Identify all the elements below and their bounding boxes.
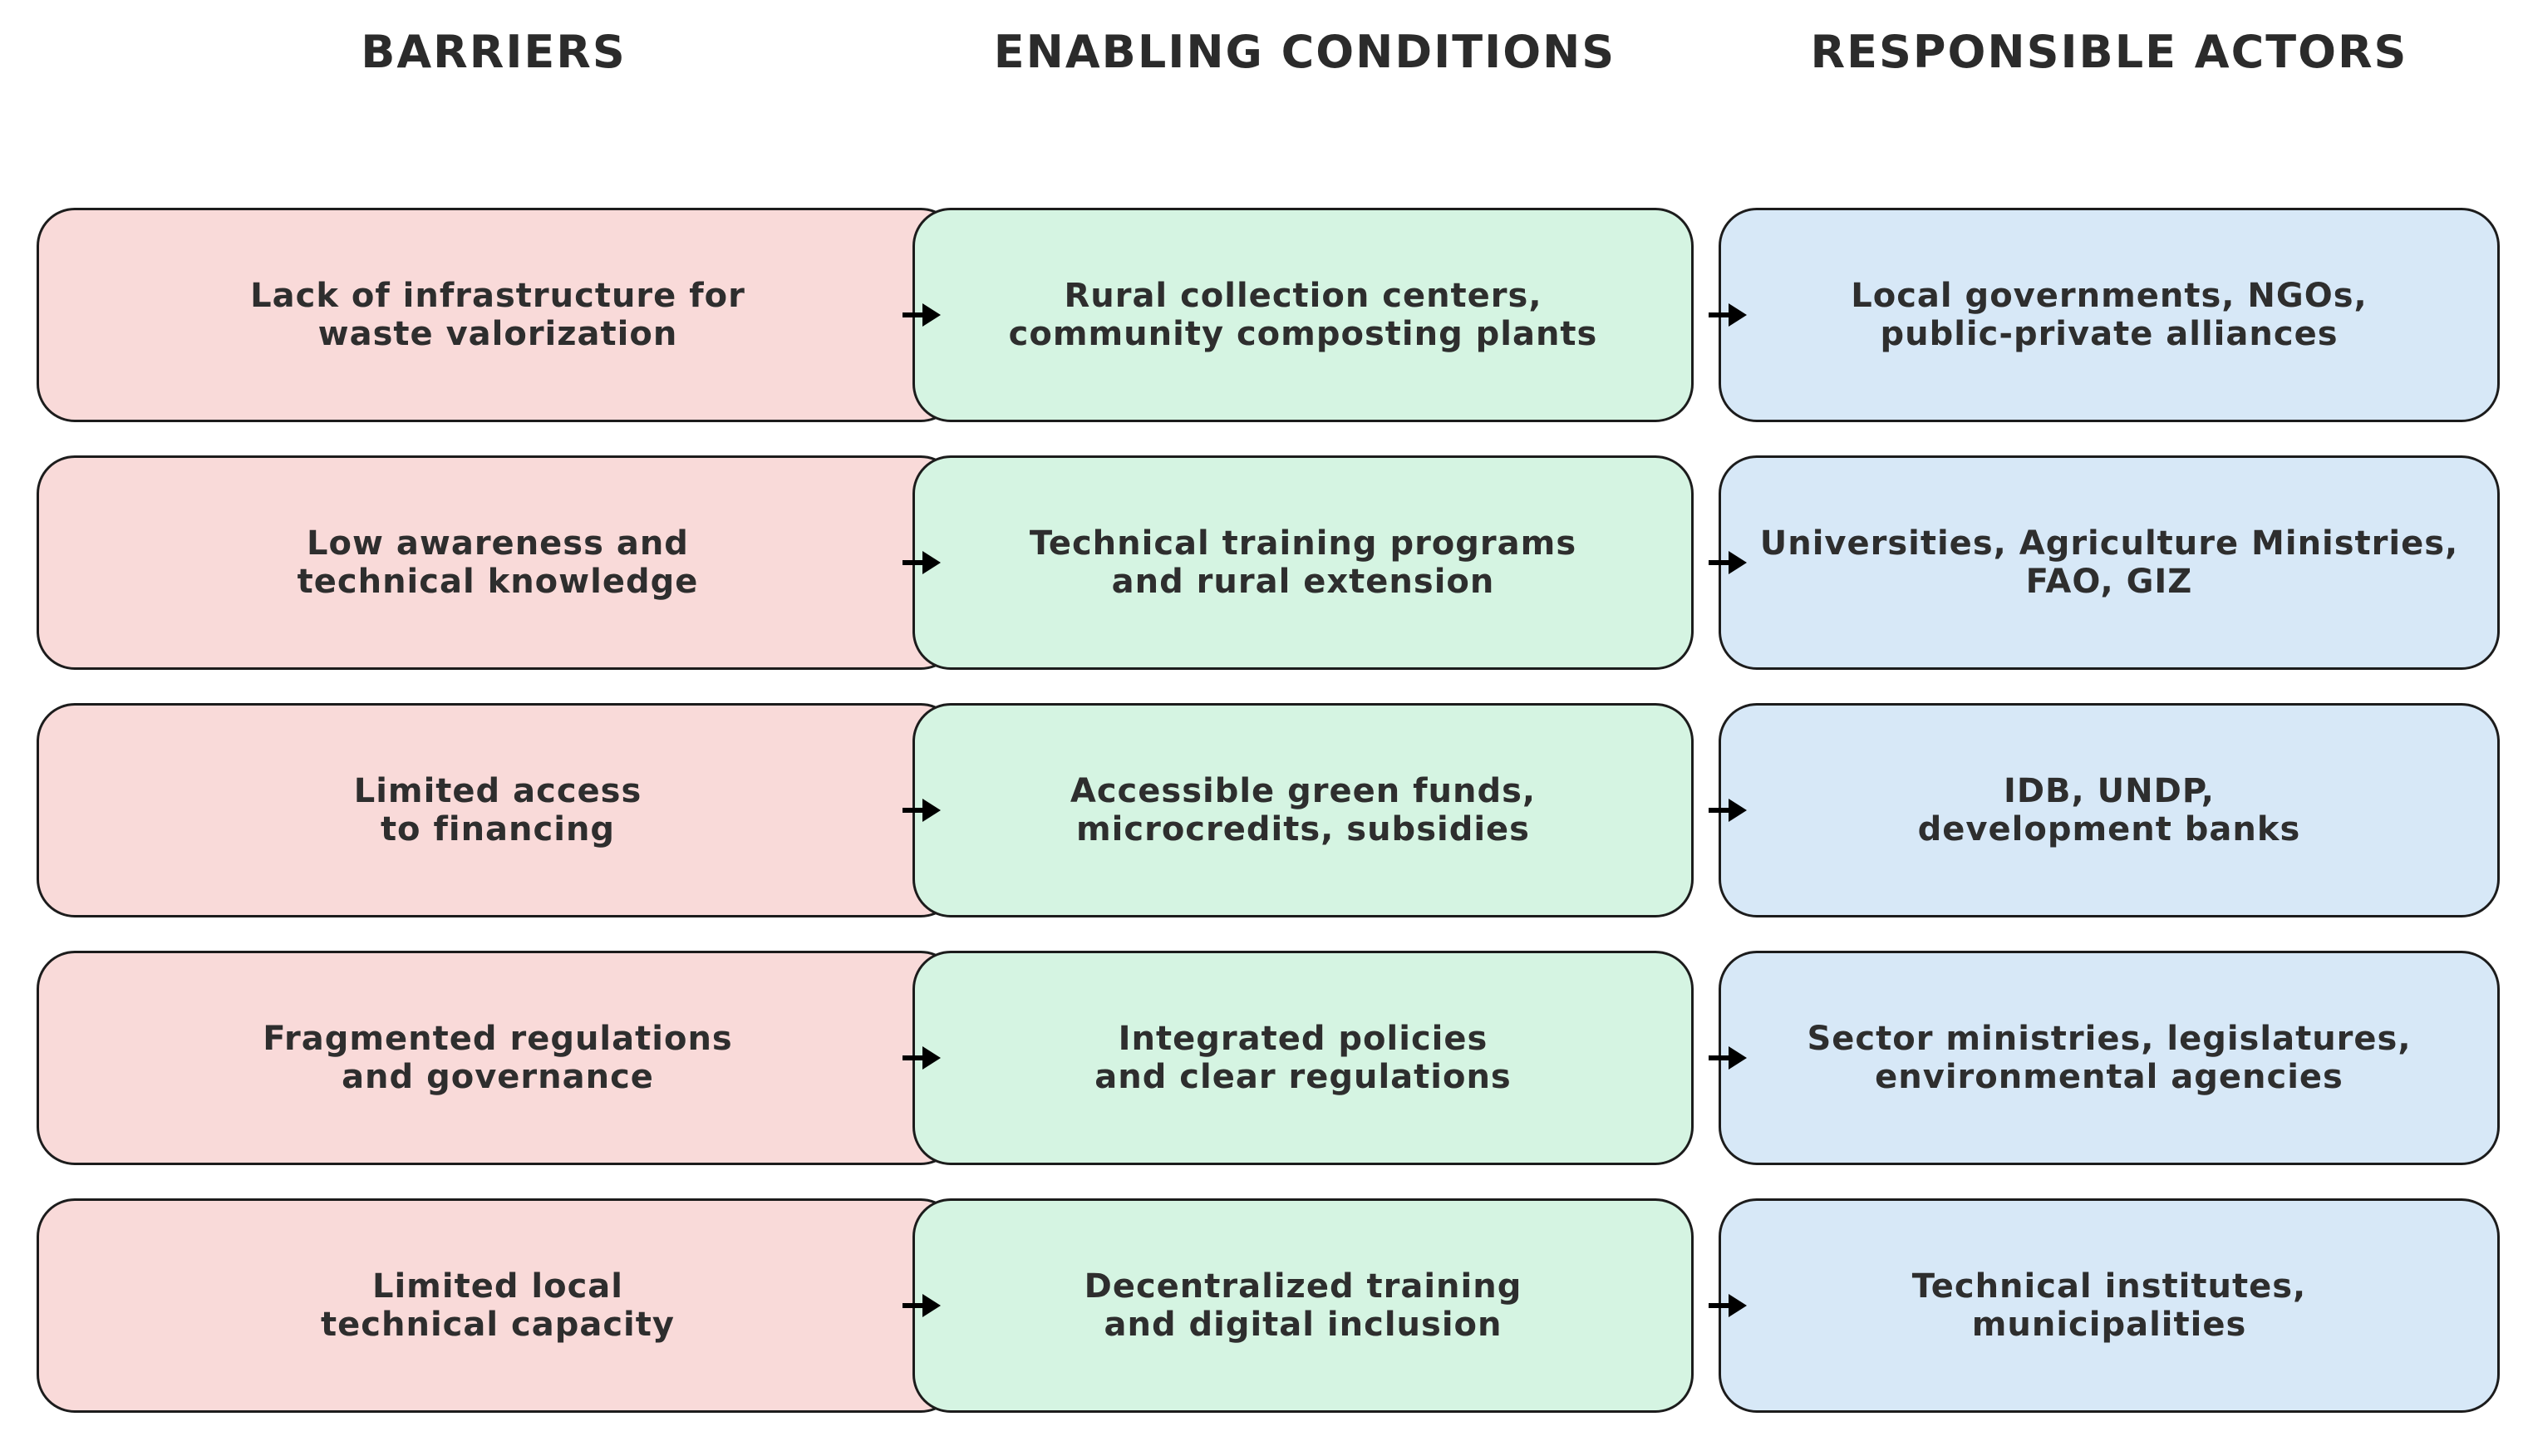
arrow-right-icon (1707, 548, 1748, 577)
actor-box-2: Universities, Agriculture Ministries, FA… (1719, 455, 2500, 670)
barrier-box-5: Limited local technical capacity (37, 1198, 959, 1413)
header-responsible-actors: RESPONSIBLE ACTORS (1810, 26, 2408, 78)
barrier-box-1-text: Lack of infrastructure for waste valoriz… (250, 277, 745, 353)
actor-box-5: Technical institutes, municipalities (1719, 1198, 2500, 1413)
barrier-box-2-text: Low awareness and technical knowledge (297, 524, 699, 601)
actor-box-3: IDB, UNDP, development banks (1719, 703, 2500, 917)
actor-box-5-text: Technical institutes, municipalities (1911, 1267, 2307, 1344)
enabling-box-3: Accessible green funds, microcredits, su… (912, 703, 1694, 917)
enabling-box-4-text: Integrated policies and clear regulation… (1094, 1020, 1512, 1096)
header-enabling-conditions: ENABLING CONDITIONS (993, 26, 1616, 78)
enabling-box-5: Decentralized training and digital inclu… (912, 1198, 1694, 1413)
enabling-box-1-text: Rural collection centers, community comp… (1008, 277, 1598, 353)
arrow-right-icon (1707, 301, 1748, 329)
barrier-box-5-text: Limited local technical capacity (321, 1267, 675, 1344)
barrier-box-2: Low awareness and technical knowledge (37, 455, 959, 670)
barrier-box-3-text: Limited access to financing (353, 772, 642, 849)
header-barriers: BARRIERS (361, 26, 627, 78)
arrow-right-icon (901, 796, 942, 824)
actor-box-1-text: Local governments, NGOs, public-private … (1851, 277, 2368, 353)
arrow-right-icon (901, 301, 942, 329)
enabling-box-3-text: Accessible green funds, microcredits, su… (1070, 772, 1537, 849)
arrow-right-icon (1707, 1044, 1748, 1072)
arrow-right-icon (1707, 796, 1748, 824)
arrow-right-icon (901, 1291, 942, 1320)
arrow-right-icon (901, 548, 942, 577)
barrier-box-4: Fragmented regulations and governance (37, 951, 959, 1165)
barrier-box-1: Lack of infrastructure for waste valoriz… (37, 208, 959, 422)
barrier-box-4-text: Fragmented regulations and governance (263, 1020, 733, 1096)
actor-box-4: Sector ministries, legislatures, environ… (1719, 951, 2500, 1165)
enabling-box-5-text: Decentralized training and digital inclu… (1084, 1267, 1522, 1344)
actor-box-3-text: IDB, UNDP, development banks (1917, 772, 2301, 849)
enabling-box-2: Technical training programs and rural ex… (912, 455, 1694, 670)
enabling-box-2-text: Technical training programs and rural ex… (1029, 524, 1577, 601)
arrow-right-icon (1707, 1291, 1748, 1320)
actor-box-1: Local governments, NGOs, public-private … (1719, 208, 2500, 422)
arrow-right-icon (901, 1044, 942, 1072)
actor-box-2-text: Universities, Agriculture Ministries, FA… (1759, 524, 2459, 601)
barrier-box-3: Limited access to financing (37, 703, 959, 917)
enabling-box-1: Rural collection centers, community comp… (912, 208, 1694, 422)
actor-box-4-text: Sector ministries, legislatures, environ… (1807, 1020, 2412, 1096)
enabling-box-4: Integrated policies and clear regulation… (912, 951, 1694, 1165)
